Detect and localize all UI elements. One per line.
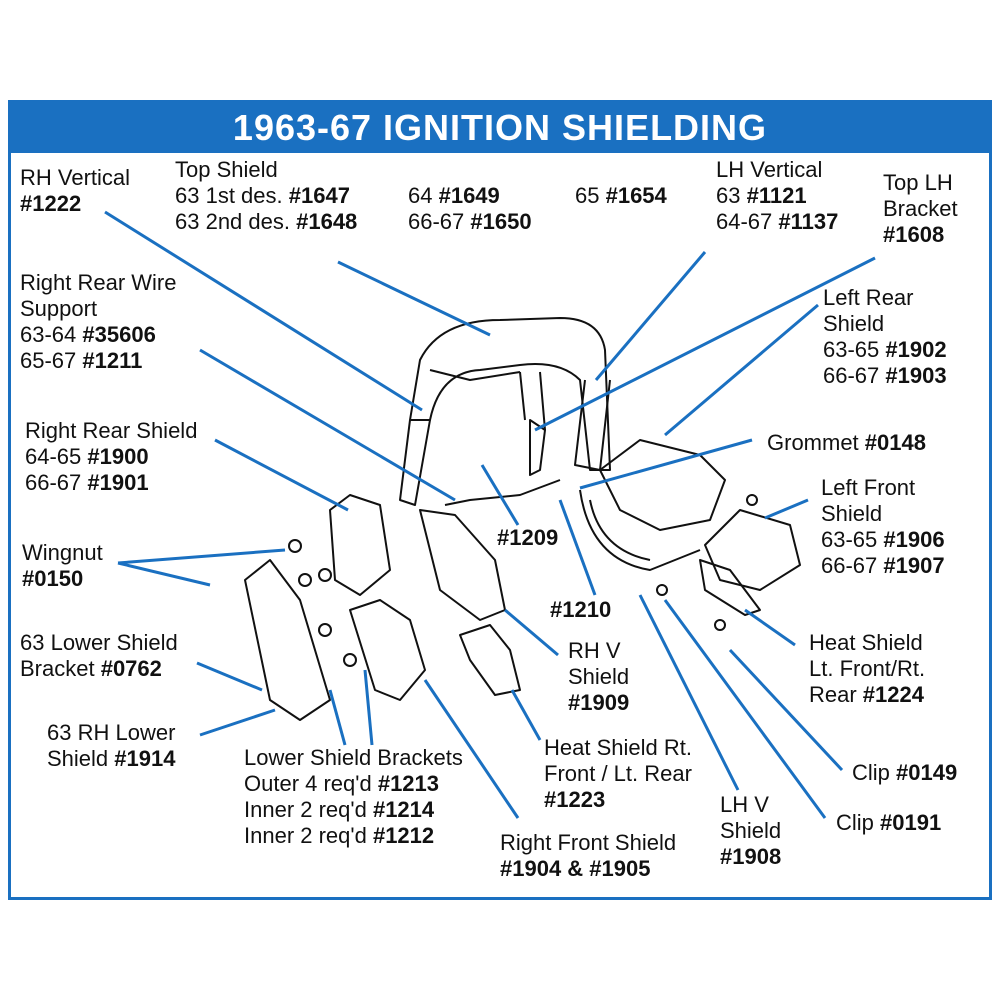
wire-support-shape [444,479,561,506]
label-clip-0149: Clip #0149 [852,760,958,785]
rh-vertical-shape [399,419,431,506]
leader-lines [104,210,876,819]
label-lh-vertical: LH Vertical 63 #1121 64-67 #1137 [716,157,839,234]
lh-vertical-shape [574,379,611,471]
right-rear-shield-shape [329,494,391,596]
label-lower-shield-brackets: Lower Shield Brackets Outer 4 req'd #121… [244,745,463,848]
leader-grommet [579,438,753,490]
leader-1209 [480,464,520,526]
leader-clip-0149 [728,648,844,772]
leader-lh-v-shield [638,594,740,791]
leader-left-rear-shield [664,303,819,437]
leader-rh-v-shield [504,608,559,657]
page-title: 1963-67 IGNITION SHIELDING [11,103,989,153]
left-front-shield-shape [704,509,801,591]
label-top-lh-bracket: Top LH Bracket #1608 [883,170,958,247]
label-rh-vertical: RH Vertical #1222 [20,165,131,216]
label-right-front-shield: Right Front Shield #1904 & #1905 [500,830,677,881]
leader-rh-vertical [104,210,423,412]
leader-lh-vertical [594,251,707,381]
label-left-rear-shield: Left Rear Shield 63-65 #1902 66-67 #1903 [823,285,947,388]
left-rear-shield-shape [599,439,726,531]
label-heat-shield-rt-front: Heat Shield Rt. Front / Lt. Rear #1223 [544,735,692,812]
harness-shape [579,489,701,571]
label-rh-v-shield: RH V Shield #1909 [568,638,630,715]
label-left-front-shield: Left Front Shield 63-65 #1906 66-67 #190… [821,475,945,578]
leader-top-lh-bracket [534,256,876,432]
heat-shield-lt-front-shape [699,559,761,616]
leader-left-front-shield [764,498,809,520]
label-wingnut: Wingnut #0150 [22,540,103,591]
leader-clip-0191 [663,599,827,819]
label-lh-v-shield: LH V Shield #1908 [720,792,782,869]
leader-right-rear-shield [214,438,349,512]
leader-lower-shield-bracket-63 [196,661,263,692]
parts-illustration [244,317,801,721]
label-part-1209: #1209 [497,525,559,550]
leader-right-front-shield [423,679,520,819]
label-63-rh-lower-shield: 63 RH Lower Shield #1914 [47,720,176,771]
rh-v-shield-shape [419,509,506,621]
label-grommet: Grommet #0148 [767,430,926,455]
top-shield-shape [409,317,611,471]
label-part-1210: #1210 [550,597,612,622]
leader-lower-shield-brackets-outer [328,689,347,746]
label-right-rear-shield: Right Rear Shield 64-65 #1900 66-67 #190… [25,418,198,495]
label-clip-0191: Clip #0191 [836,810,942,835]
leader-right-rear-wire-support [199,348,456,502]
leader-top-shield [337,260,491,337]
leader-heat-shield-lt-front [744,608,796,647]
label-top-shield-col2: 64 #1649 66-67 #1650 [408,183,532,234]
leader-rh-lower-shield-63 [199,708,276,737]
leader-wingnut-2 [117,561,211,587]
leader-1210 [558,499,597,596]
leader-lower-shield-brackets-inner [363,669,374,746]
leader-wingnut-1 [117,548,286,565]
leader-heat-shield-rt-front [510,689,542,741]
right-front-shield-shape [349,599,426,701]
label-right-rear-wire-support: Right Rear Wire Support 63-64 #35606 65-… [20,270,177,373]
heat-shield-rt-front-shape [459,624,521,696]
rh-lower-shield-shape [244,559,331,721]
label-63-lower-shield-bracket: 63 Lower Shield Bracket #0762 [20,630,178,681]
label-top-shield: Top Shield 63 1st des. #1647 63 2nd des.… [175,157,358,234]
label-top-shield-col3: 65 #1654 [575,183,667,208]
diagram-frame: 1963-67 IGNITION SHIELDING [8,100,992,900]
label-heat-shield-lt-front: Heat Shield Lt. Front/Rt. Rear #1224 [809,630,926,707]
